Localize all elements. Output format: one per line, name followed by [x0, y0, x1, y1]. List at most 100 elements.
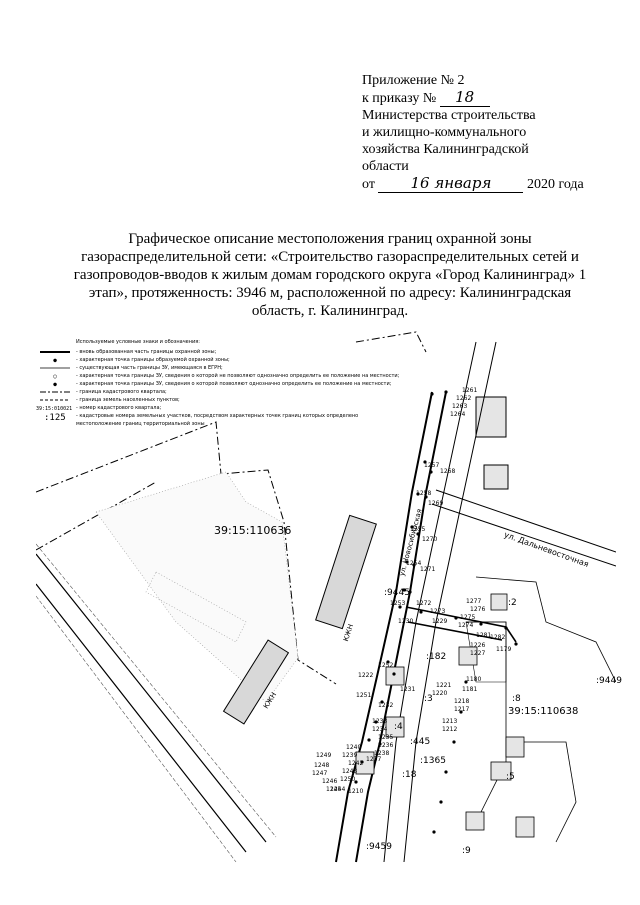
parcel-label: :9449 — [596, 676, 622, 686]
legend-item: - граница земель населенных пунктов; — [36, 396, 376, 404]
legend-item: - существующая часть границы ЗУ, имеющая… — [36, 364, 376, 372]
point-label: 1221 — [436, 682, 452, 689]
point-label: 1254 — [406, 560, 422, 567]
point-label: 1232 — [378, 702, 394, 709]
point-label: 1272 — [416, 600, 432, 607]
point-label: 1239 — [342, 752, 358, 759]
parcel-label: :4 — [394, 722, 403, 732]
quarter-label-east: 39:15:110638 — [508, 706, 579, 717]
appendix-line4: и жилищно-коммунального — [362, 125, 527, 140]
point-label: 1246 — [322, 778, 338, 785]
point-label: 1234 — [372, 726, 388, 733]
point-label: 1179 — [496, 646, 512, 653]
legend-item: 39:15:010021 - номер кадастрового кварта… — [36, 405, 162, 412]
point-label: 1271 — [420, 566, 436, 573]
parcel-label: :18 — [402, 770, 417, 780]
quarter-boundary-west — [36, 421, 337, 685]
building-dalnevost — [483, 464, 509, 490]
appendix-date-line: от 16 января 2020 года — [362, 175, 622, 193]
point-label: 1237 — [366, 756, 382, 763]
legend-item: ● - характерная точка границы образуемой… — [36, 356, 376, 364]
point-label: 1251 — [356, 692, 372, 699]
point-label: 1227 — [470, 650, 486, 657]
point-label: 1263 — [452, 403, 468, 410]
point-label: 1270 — [422, 536, 438, 543]
new-boundary-icon — [40, 351, 70, 353]
street-dalnevostochnaya — [431, 489, 616, 567]
point-label: 1236 — [378, 742, 394, 749]
order-prefix: к приказу № — [362, 91, 437, 106]
point-label: 1226 — [470, 642, 486, 649]
point-label: 1255 — [410, 526, 426, 533]
parcel-label: :5 — [506, 772, 515, 782]
point-label: 1210 — [348, 788, 364, 795]
appendix-header: Приложение № 2 к приказу № 18 Министерст… — [362, 72, 622, 193]
quarter-label-west: 39:15:110636 — [214, 524, 292, 537]
point-label: 1229 — [432, 618, 448, 625]
point-label: 1245 — [326, 786, 342, 793]
date-suffix: 2020 года — [526, 177, 584, 192]
planned-area — [95, 471, 299, 703]
quarter-boundary-north — [355, 331, 427, 353]
boundary-points — [354, 390, 518, 834]
determined-point-icon: ● — [53, 381, 57, 388]
point-label: 1247 — [312, 770, 328, 777]
point-label: 1230 — [398, 618, 414, 625]
point-label: 1273 — [430, 608, 446, 615]
parcel-label: :445 — [410, 737, 431, 747]
street-novosibirskaya — [383, 341, 497, 863]
road-diagonal — [36, 553, 267, 853]
appendix-line3: Министерства строительства — [362, 108, 536, 123]
parcel-label: :2 — [508, 598, 517, 608]
point-label: 1222 — [358, 672, 374, 679]
point-label: 1242 — [348, 760, 364, 767]
parcel-label: :1365 — [420, 756, 446, 766]
point-label: 1238 — [374, 750, 390, 757]
road-edge — [36, 543, 277, 863]
order-number: 18 — [439, 89, 490, 107]
point-label: 1269 — [428, 500, 444, 507]
cadastral-map — [36, 331, 616, 863]
date-prefix: от — [362, 177, 375, 192]
point-label: 1249 — [316, 752, 332, 759]
point-label: 1213 — [442, 718, 458, 725]
legend-item: - граница кадастрового квартала; — [36, 388, 376, 396]
point-label: 1264 — [450, 411, 466, 418]
point-label: 1276 — [470, 606, 486, 613]
zone-point-icon: ● — [53, 357, 57, 364]
parcel-label: :3 — [424, 694, 433, 704]
settlement-boundary-icon — [40, 399, 70, 401]
legend-item: ● - характерная точка границы ЗУ, сведен… — [36, 380, 391, 388]
undetermined-point-icon: ○ — [53, 373, 57, 380]
point-label: 1243 — [342, 768, 358, 775]
building-large-2 — [222, 639, 290, 725]
protection-zone-west — [335, 391, 433, 863]
legend-item: :125 - кадастровые номера земельных учас… — [44, 413, 359, 427]
small-houses — [355, 593, 535, 838]
point-label: 1281 — [476, 632, 492, 639]
date-handwritten: 16 января — [378, 175, 524, 193]
appendix-order-line: к приказу № 18 — [362, 89, 622, 107]
point-label: 1274 — [458, 622, 474, 629]
parcel-label: :9459 — [366, 842, 392, 852]
parcel-label: :9 — [462, 846, 471, 856]
point-label: 1261 — [462, 387, 478, 394]
map-legend: Используемые условные знаки и обозначени… — [36, 338, 399, 428]
point-label: 1262 — [456, 395, 472, 402]
point-label: 1244 — [330, 786, 346, 793]
existing-boundary-icon — [40, 367, 70, 369]
point-label: 1282 — [490, 634, 506, 641]
point-label: 1257 — [424, 462, 440, 469]
legend-item: ○ - характерная точка границы ЗУ, сведен… — [36, 372, 399, 380]
point-label: 1248 — [314, 762, 330, 769]
point-label: 1233 — [372, 718, 388, 725]
building-large-1 — [315, 514, 377, 630]
point-label: 1220 — [432, 690, 448, 697]
parcel-label: :9445 — [384, 588, 410, 598]
point-label: 1218 — [454, 698, 470, 705]
point-label: 1212 — [442, 726, 458, 733]
point-label: 1253 — [390, 600, 406, 607]
appendix-line5: хозяйства Калининградской — [362, 142, 529, 157]
point-label: 1277 — [466, 598, 482, 605]
legend-item: - вновь образованная часть границы охран… — [36, 348, 376, 356]
